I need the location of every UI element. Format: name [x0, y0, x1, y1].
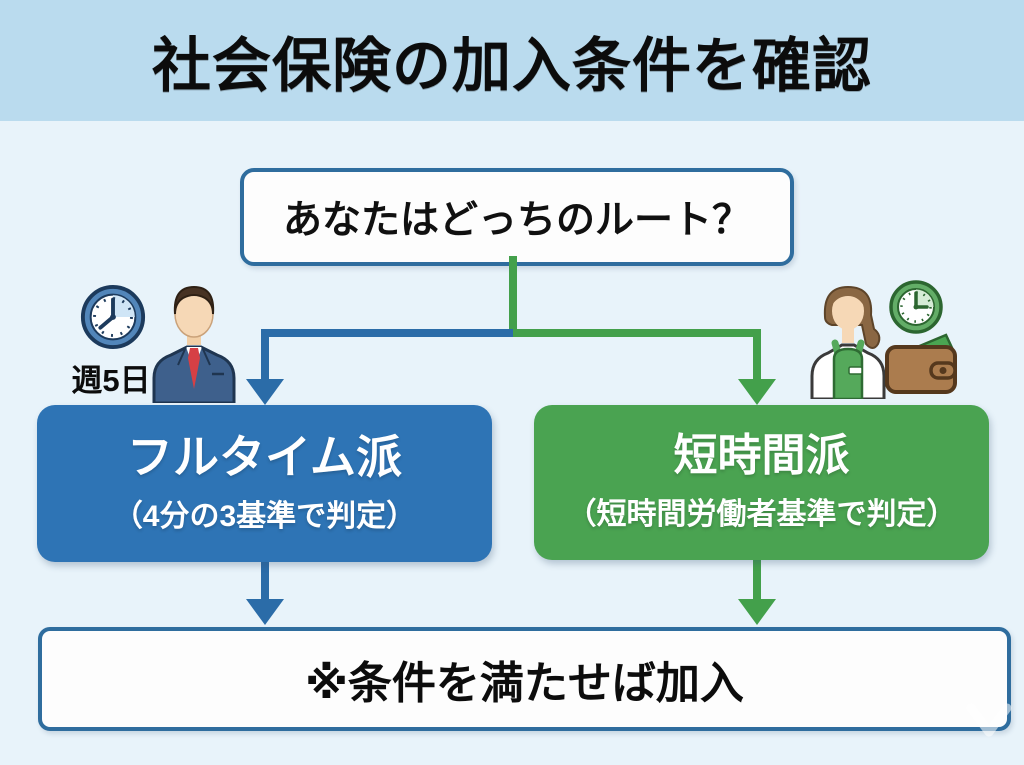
- question-box: あなたはどっちのルート？: [240, 168, 794, 266]
- header-band: 社会保険の加入条件を確認: [0, 0, 1024, 121]
- parttime-box: 短時間派 （短時間労働者基準で判定）: [534, 405, 989, 560]
- clock-icon: [80, 284, 146, 350]
- woman-worker-icon: [810, 285, 886, 399]
- wallet-icon: [885, 333, 957, 394]
- chevron-down-icon: [966, 703, 1012, 737]
- connector-right-to-result: [753, 558, 761, 601]
- parttime-subtitle: （短時間労働者基準で判定）: [566, 498, 957, 532]
- connector-left-horizontal: [261, 329, 513, 337]
- page-title: 社会保険の加入条件を確認: [151, 33, 872, 99]
- connector-right-horizontal: [513, 329, 761, 337]
- parttime-title: 短時間派: [673, 430, 850, 480]
- businessman-icon: [152, 285, 236, 403]
- connector-left-drop: [261, 329, 269, 381]
- arrow-down-icon: [738, 379, 776, 405]
- week5-badge: 週5日: [71, 363, 151, 398]
- result-box: ※条件を満たせば加入: [38, 627, 1011, 731]
- arrow-down-icon: [246, 599, 284, 625]
- fulltime-box: フルタイム派 （4分の3基準で判定）: [37, 405, 492, 562]
- connector-root-vertical: [509, 256, 517, 333]
- connector-left-to-result: [261, 560, 269, 601]
- fulltime-subtitle: （4分の3基準で判定）: [112, 500, 417, 534]
- fulltime-title: フルタイム派: [126, 430, 403, 483]
- question-text: あなたはどっちのルート？: [282, 199, 751, 242]
- result-text: ※条件を満たせば加入: [305, 659, 744, 708]
- clock-icon: [889, 280, 943, 334]
- arrow-down-icon: [738, 599, 776, 625]
- connector-right-drop: [753, 329, 761, 381]
- arrow-down-icon: [246, 379, 284, 405]
